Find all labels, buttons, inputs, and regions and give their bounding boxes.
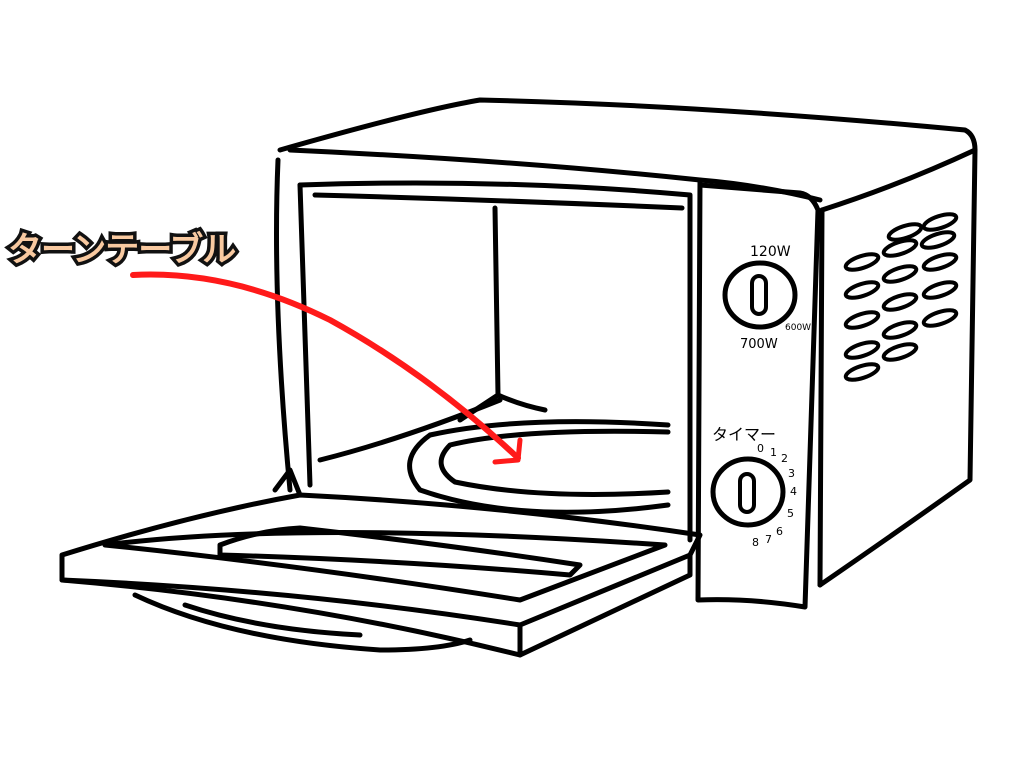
vent-slot (886, 222, 924, 242)
oven-cavity (297, 180, 693, 543)
timer-tick-label: 0 (757, 442, 764, 455)
timer-label: タイマー (712, 425, 776, 444)
vent-slot (921, 280, 959, 300)
vent-slot (881, 292, 919, 312)
vent-slot (843, 340, 881, 360)
timer-tick-label: 4 (790, 485, 797, 498)
vent-slot (881, 264, 919, 284)
timer-tick-label: 8 (752, 536, 759, 549)
vent-slot (881, 320, 919, 340)
turntable-label: ターンテーブル (4, 227, 239, 274)
timer-tick-label: 7 (765, 533, 772, 546)
vent-slot (843, 280, 881, 300)
open-door (59, 467, 703, 658)
vent-slot (881, 342, 919, 362)
timer-tick-label: 2 (781, 452, 788, 465)
vent-slot (921, 252, 959, 272)
power-label-top: 120W (750, 244, 791, 260)
vent-slot (843, 362, 881, 382)
power-label-bottom: 700W (740, 337, 778, 352)
turntable (407, 419, 671, 515)
vent-slot (921, 212, 959, 232)
power-dial[interactable]: 120W 600W 700W (722, 244, 811, 352)
callout-arrow (130, 271, 523, 465)
vent-slot (843, 252, 881, 272)
side-vents (843, 212, 959, 382)
vent-slot (843, 310, 881, 330)
vent-slot (919, 230, 957, 250)
timer-tick-label: 5 (787, 507, 794, 520)
timer-tick-label: 6 (776, 525, 783, 538)
timer-tick-label: 1 (770, 446, 777, 459)
vent-slot (881, 238, 919, 258)
power-label-right: 600W (785, 323, 811, 333)
vent-slot (921, 308, 959, 328)
timer-tick-label: 3 (788, 467, 795, 480)
microwave-body (274, 97, 978, 610)
